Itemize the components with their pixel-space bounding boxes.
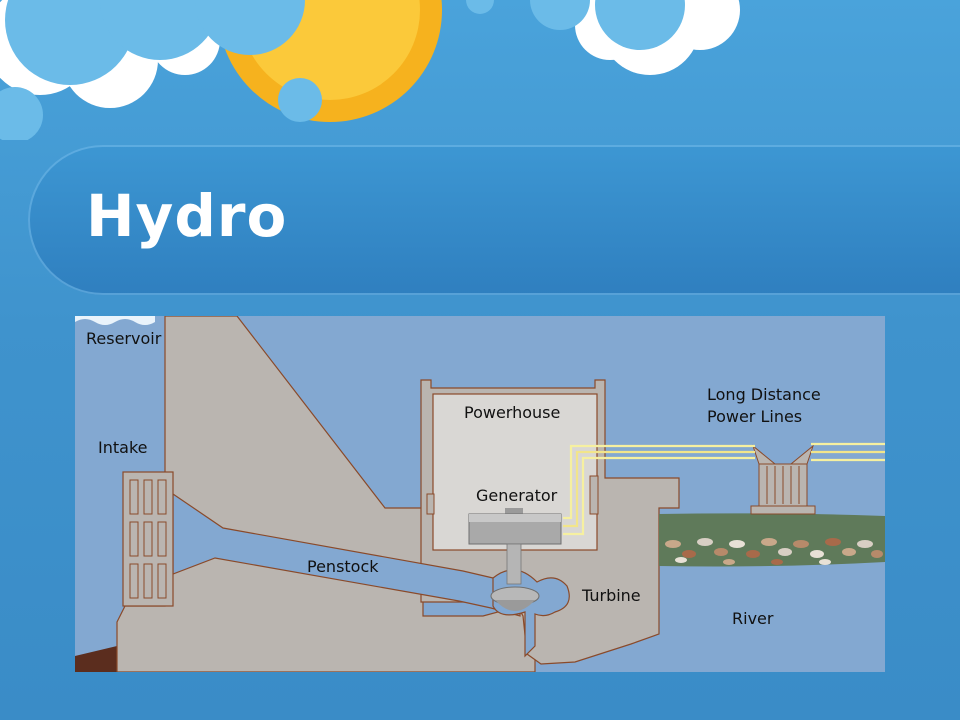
transmission-tower-icon — [750, 444, 816, 515]
label-river: River — [732, 609, 774, 628]
turbine-icon — [490, 586, 540, 611]
hydro-dam-diagram — [75, 316, 885, 672]
label-intake: Intake — [98, 438, 148, 457]
penstock-tunnel — [172, 492, 521, 617]
lake-bed — [75, 646, 117, 672]
power-lines — [563, 442, 885, 536]
label-penstock: Penstock — [307, 557, 379, 576]
label-power-lines-line1: Long Distance — [707, 385, 821, 404]
sky-decoration — [0, 0, 740, 140]
label-turbine: Turbine — [582, 586, 641, 605]
generator-icon — [468, 508, 562, 585]
title-band — [28, 145, 960, 295]
label-powerhouse: Powerhouse — [464, 403, 561, 422]
riverbed-stones — [665, 538, 883, 565]
label-generator: Generator — [476, 486, 558, 505]
cloud-right-icon — [466, 0, 740, 75]
slide-title: Hydro — [86, 182, 288, 250]
intake-gate — [122, 471, 174, 607]
label-power-lines-line2: Power Lines — [707, 407, 803, 426]
label-reservoir: Reservoir — [86, 329, 162, 348]
